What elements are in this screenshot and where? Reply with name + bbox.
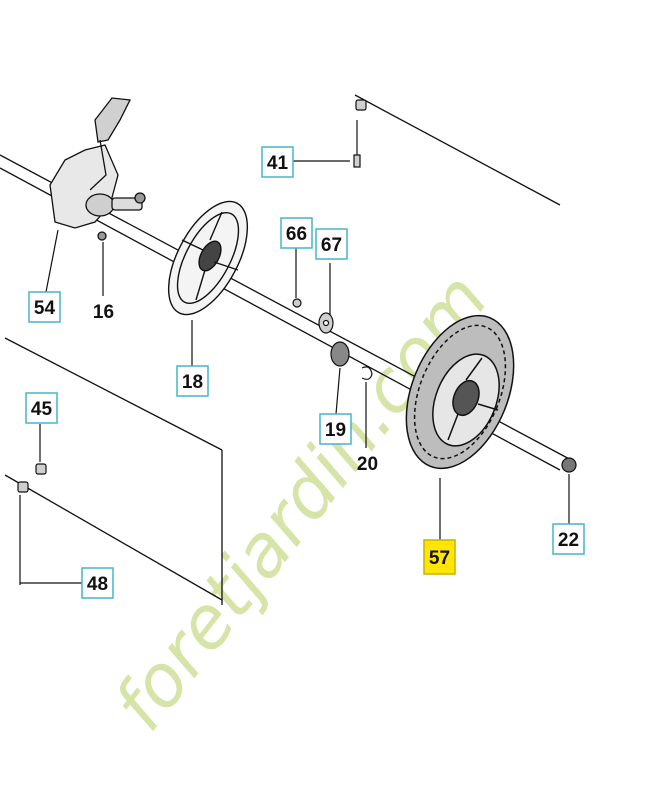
part-label-box <box>552 523 585 555</box>
part-label-67[interactable]: 67 <box>315 228 348 260</box>
part-label-22[interactable]: 22 <box>552 523 585 555</box>
part-label-19[interactable]: 19 <box>319 413 352 445</box>
wheel-hub-18 <box>167 200 249 316</box>
part-label-66[interactable]: 66 <box>280 217 313 249</box>
part-label-18[interactable]: 18 <box>176 365 209 397</box>
part-label-box <box>28 291 61 323</box>
part-number: 41 <box>267 153 289 174</box>
part-number: 16 <box>93 302 114 323</box>
part-label-box <box>81 567 114 599</box>
small-parts <box>17 99 577 585</box>
part-number: 19 <box>325 420 346 441</box>
wheel-tire-57 <box>405 314 515 470</box>
leader-lines <box>20 160 570 584</box>
part-label-box <box>25 392 58 424</box>
part-number: 48 <box>87 574 108 595</box>
part-label-box <box>423 539 456 575</box>
part-label-41[interactable]: 41 <box>261 146 294 178</box>
part-number: 18 <box>182 372 203 393</box>
part-number: 54 <box>34 298 56 319</box>
part-label-box <box>261 146 294 178</box>
part-number: 45 <box>31 399 53 420</box>
part-label-57[interactable]: 57 <box>423 539 456 575</box>
height-adjust-bracket <box>49 97 146 241</box>
part-label-20[interactable]: 20 <box>357 454 378 475</box>
part-number: 20 <box>357 454 378 475</box>
part-number: 57 <box>429 548 450 569</box>
part-label-54[interactable]: 54 <box>28 291 61 323</box>
part-number: 66 <box>286 224 307 245</box>
watermark: foretjardin.com <box>97 258 504 746</box>
part-label-box <box>176 365 209 397</box>
part-label-box <box>280 217 313 249</box>
part-number: 22 <box>558 530 579 551</box>
part-label-48[interactable]: 48 <box>81 567 114 599</box>
part-labels: 41 66 67 54 16 18 45 19 20 57 22 48 <box>25 146 585 599</box>
watermark-text: foretjardin.com <box>97 258 504 746</box>
part-label-box <box>315 228 348 260</box>
part-label-45[interactable]: 45 <box>25 392 58 424</box>
part-label-box <box>319 413 352 445</box>
part-number: 67 <box>321 235 342 256</box>
part-label-16[interactable]: 16 <box>93 302 114 323</box>
